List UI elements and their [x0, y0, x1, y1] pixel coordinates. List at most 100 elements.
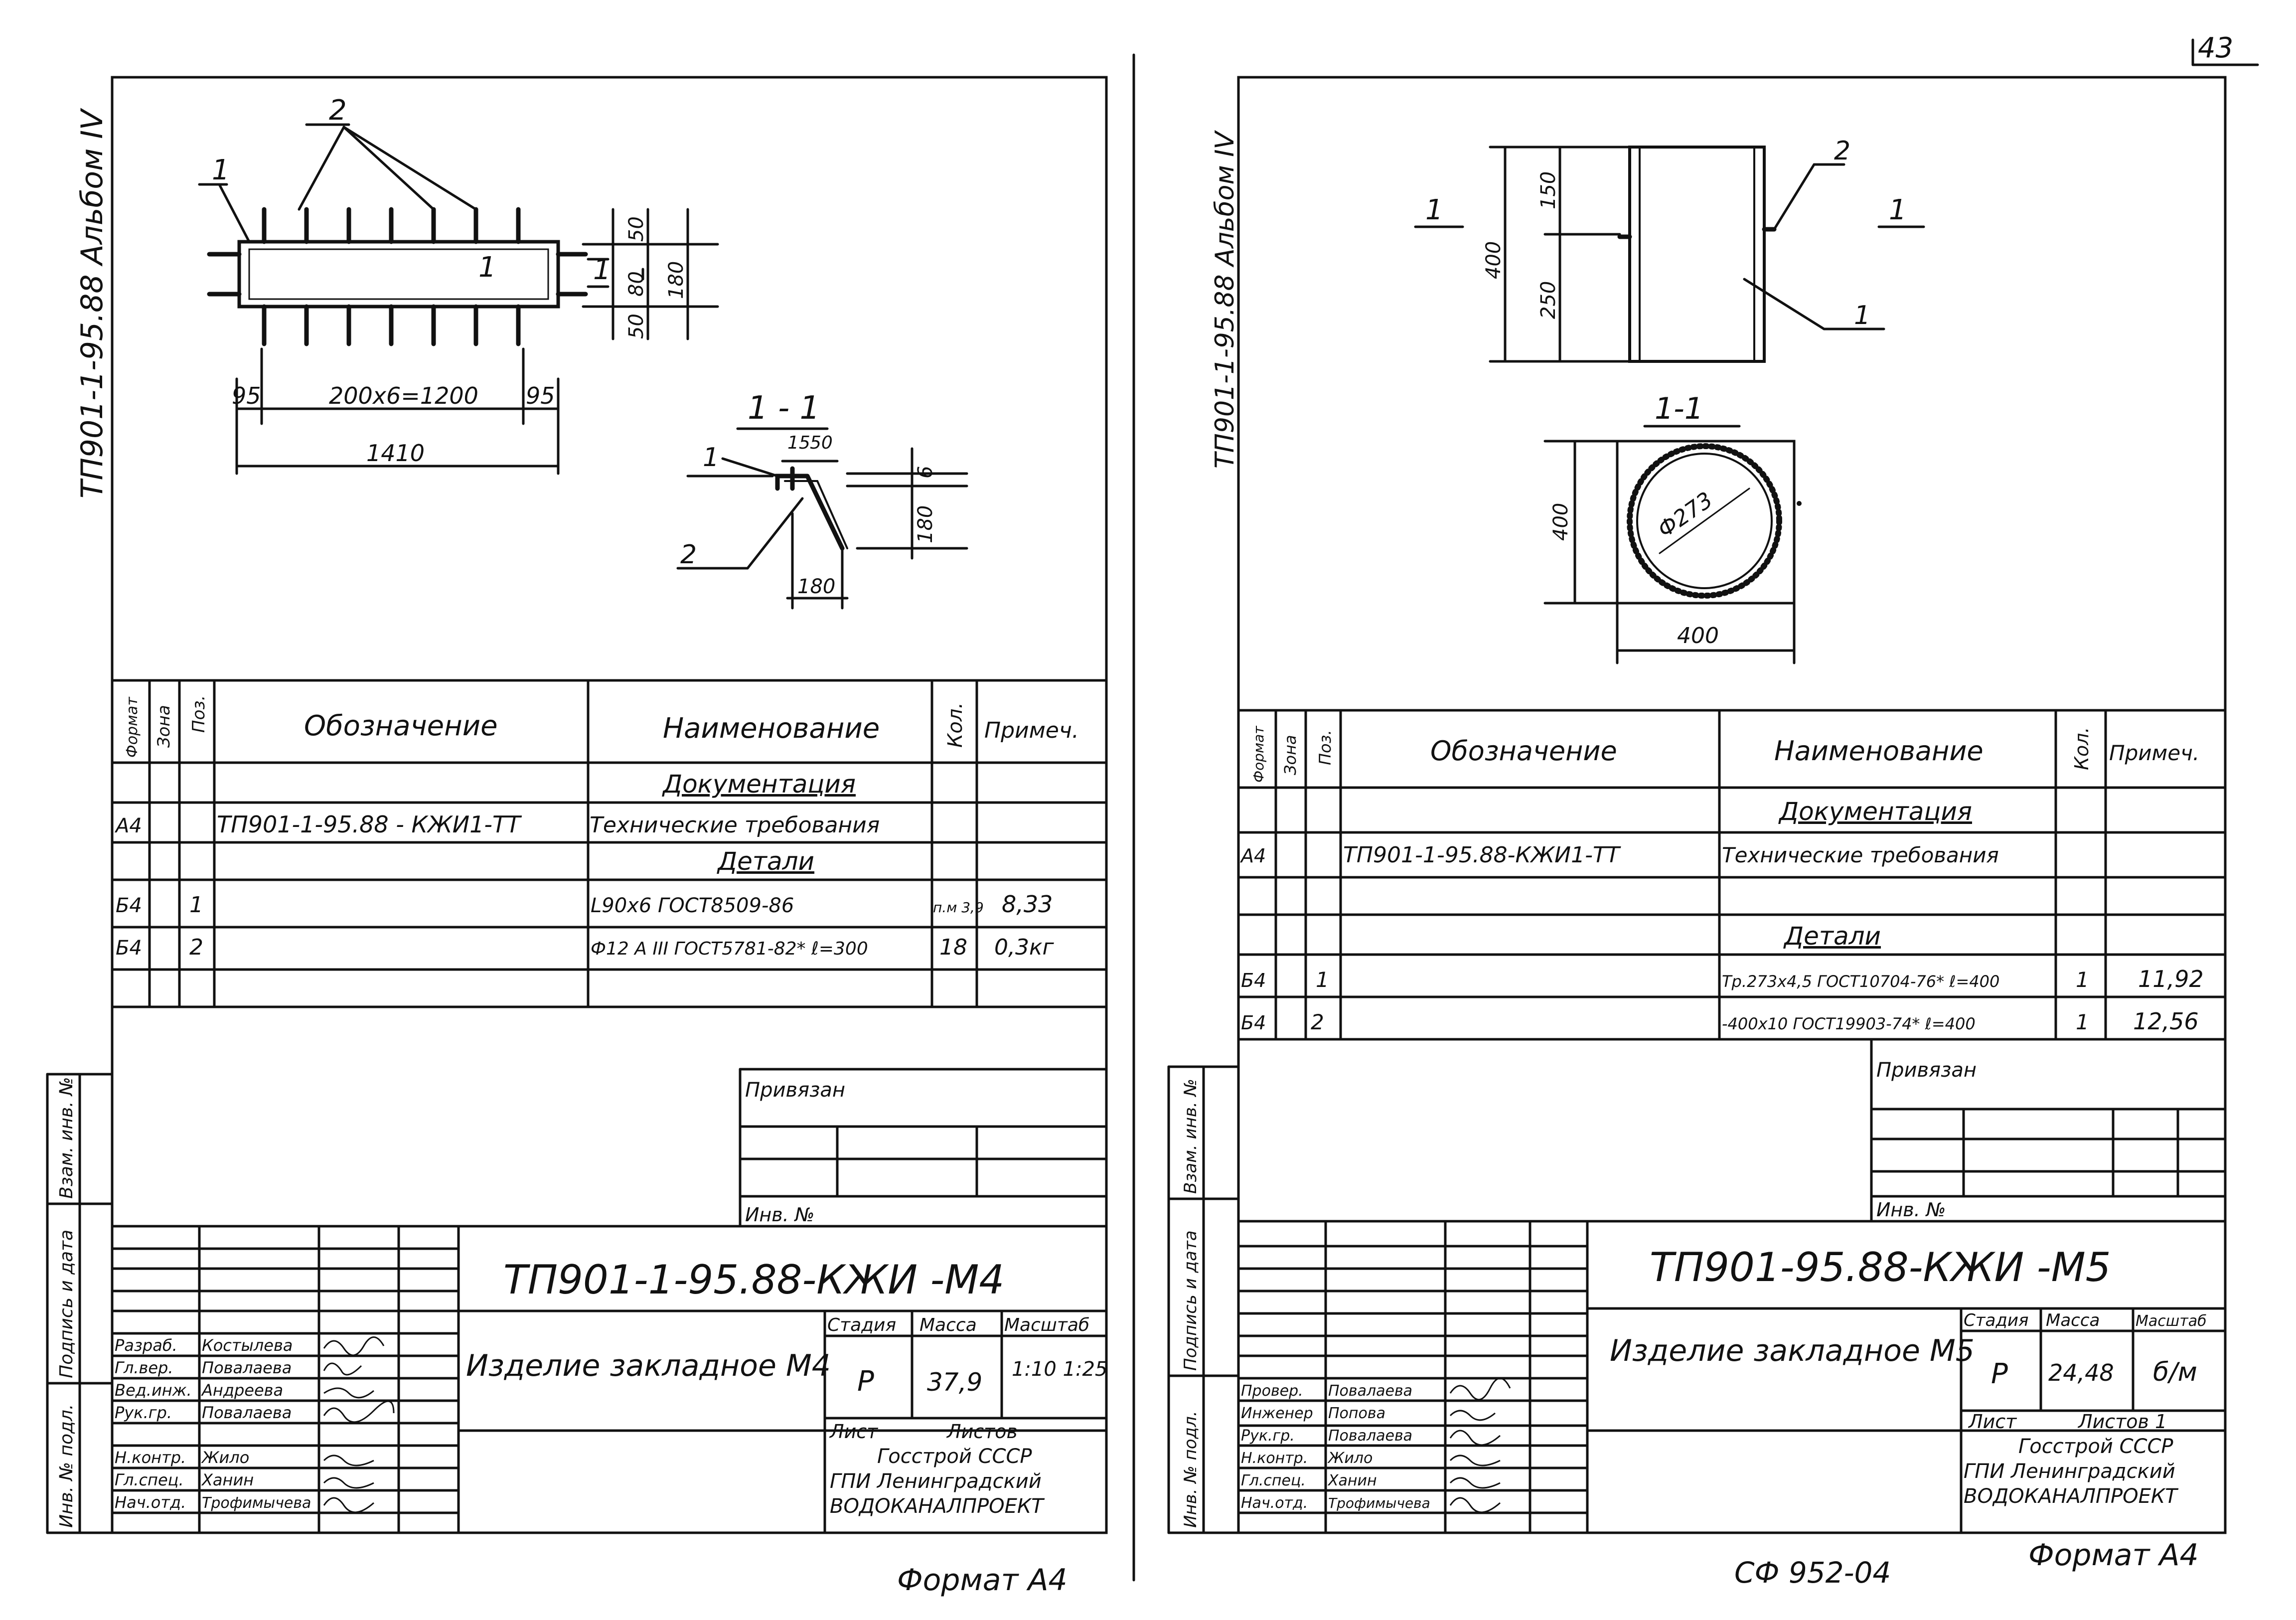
- right-dim-400-v: 400: [1549, 503, 1572, 541]
- left-section-title: 1 - 1: [748, 390, 820, 427]
- left-sig-name-3: Повалаева: [202, 1403, 292, 1422]
- left-sig-name-5: Ханин: [201, 1470, 254, 1489]
- right-h-pos: Поз.: [1316, 730, 1335, 765]
- left-sec-dim-15: 15: [787, 433, 810, 453]
- left-sig-role-0: Разраб.: [115, 1336, 177, 1355]
- left-sig-name-6: Трофимычева: [202, 1494, 311, 1512]
- left-mass-h: Масса: [919, 1315, 977, 1335]
- left-mass: 37,9: [927, 1368, 982, 1397]
- left-sig-name-1: Повалаева: [202, 1358, 292, 1377]
- left-stage: Р: [857, 1365, 874, 1398]
- right-inv-no: Инв. №: [1876, 1199, 1946, 1221]
- left-row2-format: А4: [114, 814, 142, 837]
- left-scale: 1:10 1:25: [1012, 1358, 1107, 1381]
- right-album-label: ТП901-1-95.88 Альбом IV: [1210, 130, 1240, 469]
- left-side-field-1: Инв. № подл.: [56, 1404, 77, 1528]
- right-row5-format: Б4: [1241, 970, 1266, 991]
- left-sec-dim-6: 6: [914, 466, 937, 479]
- left-row5-name: Ф12 А III ГОСТ5781-82* ℓ=300: [591, 939, 868, 959]
- left-sig-name-4: Жило: [201, 1448, 249, 1467]
- left-row5-note: 0,3кг: [994, 935, 1055, 960]
- right-sig-role-5: Нач.отд.: [1241, 1494, 1308, 1512]
- right-side-field-1: Инв. № подл.: [1181, 1411, 1201, 1528]
- right-sig-role-4: Гл.спец.: [1241, 1472, 1306, 1489]
- left-album-label: ТП901-1-95.88 Альбом IV: [75, 108, 110, 498]
- left-sheets-h: Листов: [946, 1421, 1018, 1443]
- left-row2-name: Технические требования: [590, 812, 880, 838]
- right-h-designation: Обозначение: [1430, 735, 1617, 767]
- left-doc-code: ТП901-1-95.88-КЖИ -М4: [503, 1257, 1004, 1303]
- left-pos1-label: 1: [212, 154, 230, 186]
- left-org-1: Госстрой СССР: [877, 1445, 1032, 1468]
- left-side-field-3: Взам. инв. №: [56, 1077, 77, 1199]
- right-sig-name-5: Трофимычева: [1328, 1495, 1430, 1511]
- left-org-2: ГПИ Ленинградский: [830, 1470, 1042, 1493]
- right-dim-400-h: 400: [1677, 623, 1719, 648]
- right-sig-role-2: Рук.гр.: [1241, 1427, 1295, 1445]
- left-sig-role-2: Вед.инж.: [115, 1381, 192, 1400]
- right-row5-name: Тр.273x4,5 ГОСТ10704-76* ℓ=400: [1722, 972, 1999, 991]
- left-handwritten-signatures: [323, 1336, 395, 1513]
- right-row5-note: 11,92: [2138, 966, 2204, 992]
- bottom-code: СФ 952-04: [1734, 1556, 1891, 1590]
- right-row6-pos: 2: [1311, 1010, 1324, 1034]
- right-sheet-h: Лист: [1968, 1411, 2017, 1433]
- right-row6-name: -400x10 ГОСТ19903-74* ℓ=400: [1722, 1014, 1976, 1033]
- right-row1-name: Документация: [1778, 797, 1972, 826]
- left-sec-dim-50: 50: [810, 433, 833, 453]
- right-dim-150: 150: [1537, 171, 1560, 209]
- right-sig-name-3: Жило: [1327, 1450, 1373, 1467]
- right-row2-designation: ТП901-1-95.88-КЖИ1-ТТ: [1343, 842, 1621, 868]
- left-sec-dim-180-h: 180: [797, 575, 835, 598]
- left-h-qty: Кол.: [944, 702, 967, 748]
- left-sig-role-4: Н.контр.: [115, 1448, 186, 1467]
- left-format-label: Формат А4: [897, 1563, 1068, 1598]
- left-row4-pos: 1: [189, 892, 203, 918]
- right-stage-h: Стадия: [1964, 1310, 2028, 1330]
- right-sheets-h: Листов 1: [2077, 1411, 2167, 1433]
- right-doc-code: ТП901-95.88-КЖИ -М5: [1650, 1244, 2111, 1291]
- left-row5-pos: 2: [189, 935, 203, 960]
- right-sig-name-4: Ханин: [1327, 1472, 1377, 1489]
- left-dim-50-b: 50: [625, 314, 648, 339]
- left-sig-name-0: Костылева: [202, 1336, 293, 1355]
- left-row4-name: L90x6 ГОСТ8509-86: [591, 894, 794, 917]
- left-h-pos: Поз.: [189, 695, 209, 733]
- right-scale: б/м: [2153, 1357, 2197, 1387]
- left-h-name: Наименование: [663, 712, 880, 745]
- left-stage-h: Стадия: [827, 1315, 896, 1335]
- left-sec-pos2: 2: [680, 540, 697, 570]
- right-h-note: Примеч.: [2109, 741, 2199, 765]
- left-sec-dim-180-v: 180: [914, 505, 937, 543]
- left-scale-h: Масштаб: [1004, 1315, 1089, 1335]
- left-dim-pitch: 200x6=1200: [329, 382, 478, 409]
- left-pos2-label: 2: [329, 94, 347, 127]
- right-signatures: Провер. Повалаева Инженер Попова Рук.гр.…: [1241, 1382, 1430, 1512]
- right-h-name: Наименование: [1774, 735, 1984, 767]
- right-row2-format: А4: [1239, 845, 1266, 867]
- left-row4-note: 8,33: [1002, 891, 1053, 918]
- right-sig-name-1: Попова: [1328, 1405, 1385, 1422]
- right-pos1-label: 1: [1854, 301, 1870, 330]
- right-h-qty: Кол.: [2071, 727, 2093, 770]
- right-org-2: ГПИ Ленинградский: [1964, 1460, 2175, 1483]
- left-row1-name: Документация: [662, 770, 856, 799]
- right-org-3: ВОДОКАНАЛПРОЕКТ: [1964, 1485, 2179, 1508]
- left-section-marker: 1: [478, 251, 496, 284]
- right-stage: Р: [1991, 1358, 2008, 1390]
- left-inv-no: Инв. №: [745, 1204, 814, 1226]
- left-row5-qty: 18: [939, 935, 967, 960]
- left-row4-format: Б4: [116, 894, 142, 917]
- left-side-field-2: Подпись и дата: [56, 1230, 77, 1378]
- right-sig-role-1: Инженер: [1241, 1405, 1313, 1422]
- right-row2-name: Технические требования: [1722, 843, 1999, 867]
- right-format-label: Формат А4: [2028, 1538, 2199, 1573]
- left-sig-role-6: Нач.отд.: [115, 1493, 186, 1512]
- left-dim-180: 180: [665, 261, 688, 299]
- right-row5-qty: 1: [2076, 968, 2089, 992]
- right-title: Изделие закладное М5: [1610, 1333, 1975, 1368]
- right-handwritten-signatures: [1449, 1377, 1511, 1513]
- right-row5-pos: 1: [1316, 968, 1329, 992]
- left-dim-80: 80: [625, 271, 648, 297]
- right-scale-h: Масштаб: [2136, 1312, 2207, 1330]
